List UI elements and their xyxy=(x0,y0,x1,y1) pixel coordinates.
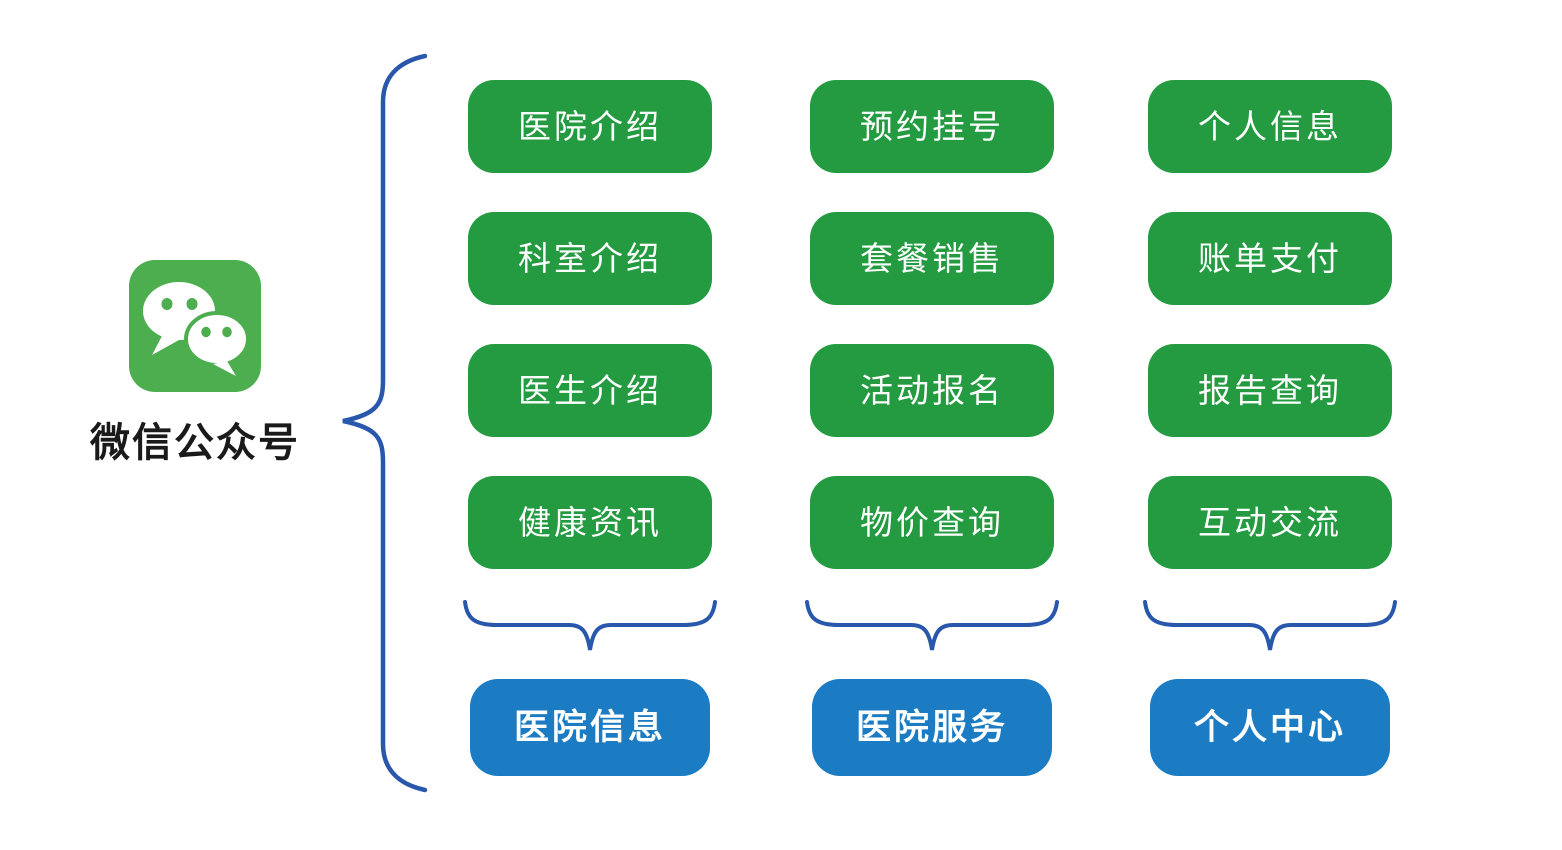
group-brace-hospital-services xyxy=(805,600,1059,651)
diagram-node-hospital-intro: 医院介绍 xyxy=(468,80,712,173)
wechat-logo-icon xyxy=(129,260,261,392)
group-node-hospital-services: 医院服务 xyxy=(812,679,1052,776)
group-node-hospital-info: 医院信息 xyxy=(470,679,710,776)
group-brace-personal-center xyxy=(1143,600,1397,651)
diagram-node-health-news: 健康资讯 xyxy=(468,476,712,569)
source-label: 微信公众号 xyxy=(90,421,300,465)
group-brace-hospital-info xyxy=(463,600,717,651)
diagram-node-activity-signup: 活动报名 xyxy=(810,344,1054,437)
diagram-node-price-inquiry: 物价查询 xyxy=(810,476,1054,569)
diagram-node-interaction: 互动交流 xyxy=(1148,476,1392,569)
main-curly-brace xyxy=(342,53,428,793)
diagram-node-department-intro: 科室介绍 xyxy=(468,212,712,305)
diagram-node-personal-info: 个人信息 xyxy=(1148,80,1392,173)
diagram-node-bill-payment: 账单支付 xyxy=(1148,212,1392,305)
diagram-node-package-sales: 套餐销售 xyxy=(810,212,1054,305)
group-node-personal-center: 个人中心 xyxy=(1150,679,1390,776)
diagram-node-report-inquiry: 报告查询 xyxy=(1148,344,1392,437)
diagram-node-doctor-intro: 医生介绍 xyxy=(468,344,712,437)
source-node: 微信公众号 xyxy=(50,260,340,468)
diagram-node-appointment: 预约挂号 xyxy=(810,80,1054,173)
